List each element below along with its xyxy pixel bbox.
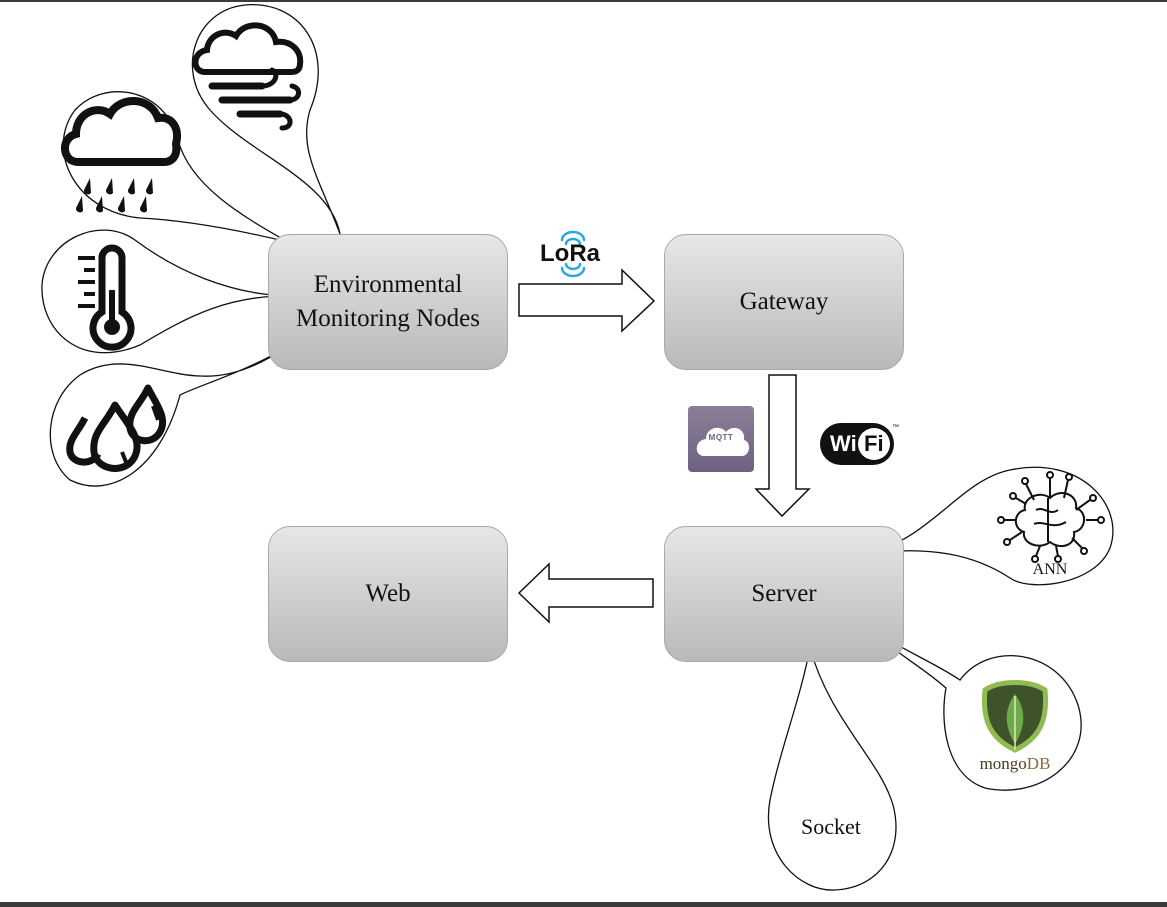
nodes-label-line2: Monitoring Nodes bbox=[295, 305, 481, 332]
mongodb-label-prefix: mongo bbox=[979, 754, 1027, 773]
wifi-trademark: ™ bbox=[892, 424, 899, 431]
mqtt-tile: MQTT bbox=[688, 406, 754, 472]
mongodb-callout bbox=[861, 621, 1082, 791]
arrow-server-to-web bbox=[517, 562, 654, 624]
mqtt-label: MQTT bbox=[708, 433, 734, 442]
water-drops-icon bbox=[66, 384, 167, 472]
lora-label: LoRa bbox=[540, 240, 600, 267]
environmental-monitoring-nodes-box: Environmental Monitoring Nodes bbox=[268, 234, 508, 370]
socket-label: Socket bbox=[801, 814, 861, 839]
thermometer-icon bbox=[78, 244, 135, 351]
rain-cloud-icon bbox=[61, 97, 181, 213]
drops-callout bbox=[49, 347, 286, 487]
wifi-logo-icon bbox=[820, 423, 894, 465]
rain-callout bbox=[62, 91, 289, 243]
mongodb-leaf-icon bbox=[981, 680, 1049, 753]
wind-cloud-icon bbox=[192, 22, 304, 131]
server-box: Server bbox=[664, 526, 904, 662]
gateway-label: Gateway bbox=[739, 288, 829, 315]
mongodb-label: mongoDB bbox=[960, 754, 1070, 774]
brain-circuit-icon bbox=[997, 471, 1105, 563]
arrow-gateway-to-server bbox=[754, 374, 811, 518]
frame-bottom-border bbox=[0, 902, 1167, 907]
wifi-fi: Fi bbox=[864, 431, 884, 456]
gateway-box: Gateway bbox=[664, 234, 904, 370]
thermometer-callout bbox=[41, 229, 291, 354]
mongodb-label-suffix: DB bbox=[1026, 754, 1051, 773]
frame-top-border bbox=[0, 0, 1167, 2]
wifi-wi: Wi bbox=[830, 431, 857, 456]
wifi-text: Wi Fi bbox=[824, 428, 890, 460]
web-box: Web bbox=[268, 526, 508, 662]
socket-callout bbox=[767, 647, 897, 891]
web-label: Web bbox=[365, 580, 411, 607]
nodes-label-line1: Environmental bbox=[313, 271, 463, 298]
server-label: Server bbox=[751, 580, 817, 607]
lora-signal-icon bbox=[560, 230, 586, 278]
arrow-nodes-to-gateway bbox=[518, 268, 656, 333]
ann-label: ANN bbox=[1032, 561, 1068, 578]
